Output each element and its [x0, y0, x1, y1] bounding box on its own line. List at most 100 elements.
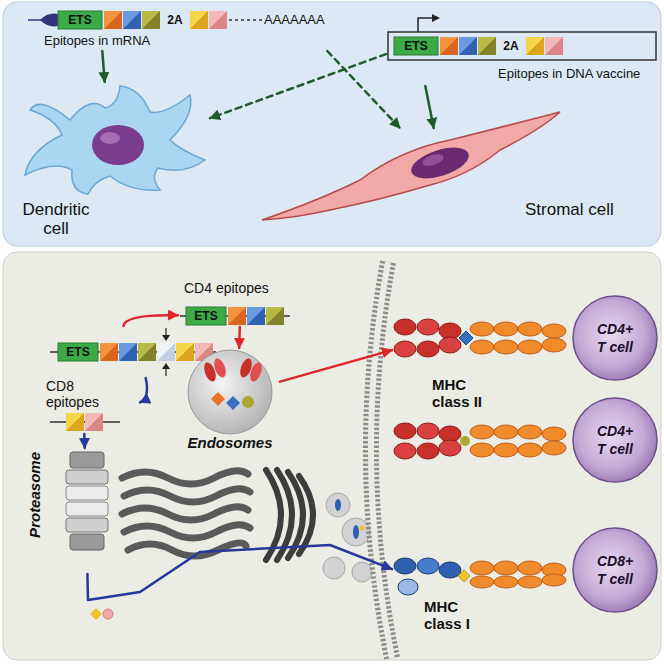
mhc-class-ii: MHC class II — [392, 318, 498, 414]
tcr-domain — [470, 576, 494, 588]
peptide — [242, 396, 254, 408]
tcr-domain — [518, 443, 542, 457]
vesicle — [352, 562, 372, 582]
mhc-ii-art — [394, 319, 461, 357]
peptide — [460, 436, 470, 446]
epitope-square — [545, 37, 563, 55]
proteasome-ring — [70, 452, 104, 468]
tcr-domain — [542, 338, 566, 352]
er-sheet — [124, 489, 250, 502]
cleavage-arrow — [165, 328, 166, 336]
epitope-square — [440, 37, 458, 55]
nucleus-highlight — [421, 152, 445, 168]
cell-label: Dendritic cell — [10, 200, 102, 238]
epitope-square — [176, 343, 194, 361]
epitope-square — [526, 37, 544, 55]
epitope-square — [157, 343, 175, 361]
tcr-domain — [542, 427, 566, 441]
cell-label: CD4+ T cell — [592, 422, 638, 458]
stromal-cell: Stromal cell — [255, 128, 655, 238]
organelle-label: Endosomes — [182, 434, 278, 452]
top-panel — [3, 2, 661, 246]
molecule-label: MHC class I — [424, 598, 488, 632]
peptide-label: 2A — [162, 11, 188, 29]
vesicle — [342, 518, 370, 546]
promoter-head — [432, 14, 440, 22]
t-cell-body — [573, 528, 657, 612]
cd4-construct-art — [180, 307, 290, 325]
cd8-construct-art — [50, 413, 120, 431]
mrna-construct-art — [28, 11, 262, 29]
mhc-domain — [394, 423, 416, 439]
epitope-square — [209, 11, 227, 29]
golgi-cisterna — [299, 476, 313, 554]
epitope-square — [247, 307, 265, 325]
mhc-domain — [417, 443, 439, 459]
endosome-art — [188, 350, 272, 434]
t-cell-body — [573, 398, 657, 482]
flow-arrow — [425, 86, 433, 128]
cd4-epitope-construct: CD4 epitopesETS — [178, 280, 288, 327]
epitope-square — [104, 11, 122, 29]
tcr-domain — [518, 561, 542, 575]
proteasome-ring — [66, 486, 108, 500]
proteasome-art — [66, 452, 108, 550]
peptide — [226, 396, 240, 410]
ets-domain — [58, 11, 102, 29]
tcr-domain — [470, 425, 494, 439]
mhc-domain — [439, 440, 461, 456]
endosome: Endosomes — [182, 348, 280, 454]
flow-arrow — [238, 327, 241, 348]
antigen-construct-art — [50, 328, 216, 376]
cleavage-arrow — [162, 363, 170, 369]
cell-label: Stromal cell — [525, 200, 614, 219]
cell-body — [25, 86, 205, 194]
mhc-domain — [394, 558, 416, 574]
tcr-domain — [518, 322, 542, 336]
construct-caption: CD8 epitopes — [46, 378, 116, 410]
mrna-strand — [229, 19, 262, 21]
mhc-domain — [417, 341, 439, 357]
tcr-domain — [542, 574, 566, 586]
flow-arrow — [123, 315, 178, 326]
polya-tail: AAAAAAA — [264, 11, 325, 29]
t-cell: CD4+ T cell — [573, 296, 657, 380]
er-sheet — [122, 471, 248, 484]
tcr-domain — [494, 561, 518, 575]
promoter-arrow — [418, 18, 432, 32]
golgi-cisterna — [266, 470, 281, 560]
proteasome: Proteasome — [26, 448, 110, 574]
tcr-art — [470, 322, 566, 588]
mhc-class-i: MHC class I — [392, 556, 490, 638]
tcr-domain — [470, 322, 494, 336]
flow-arrow — [210, 54, 386, 118]
cleavage-arrow — [162, 335, 170, 341]
tcr-domain — [470, 561, 494, 575]
construct-caption: Epitopes in DNA vaccine — [498, 66, 640, 82]
tcr-domain — [494, 340, 518, 354]
tcr-domain — [494, 322, 518, 336]
mhc-i-small — [353, 525, 359, 539]
tcr-domain — [518, 425, 542, 439]
beta2m — [398, 579, 418, 595]
epitope-square — [228, 307, 246, 325]
membrane-core — [371, 262, 392, 658]
cd8-epitope-construct: CD8 epitopes — [40, 378, 140, 434]
tcr-domain — [518, 340, 542, 354]
ets-domain — [58, 343, 98, 361]
antigen-construct: ETS — [46, 326, 218, 378]
flow-arrow — [280, 350, 392, 382]
peptide — [103, 609, 113, 619]
vesicle — [323, 557, 345, 579]
tcr-domain — [542, 441, 566, 455]
organelle-label: Proteasome — [26, 452, 44, 538]
ets-domain — [394, 37, 438, 55]
vesicle — [326, 493, 350, 517]
proteasome-ring — [66, 518, 108, 532]
epitope-square — [123, 11, 141, 29]
cell-label: CD4+ T cell — [592, 320, 638, 356]
cap-tail — [28, 19, 42, 21]
golgi-cisterna — [288, 472, 303, 558]
peptide — [211, 392, 225, 406]
cell-body — [262, 112, 560, 220]
